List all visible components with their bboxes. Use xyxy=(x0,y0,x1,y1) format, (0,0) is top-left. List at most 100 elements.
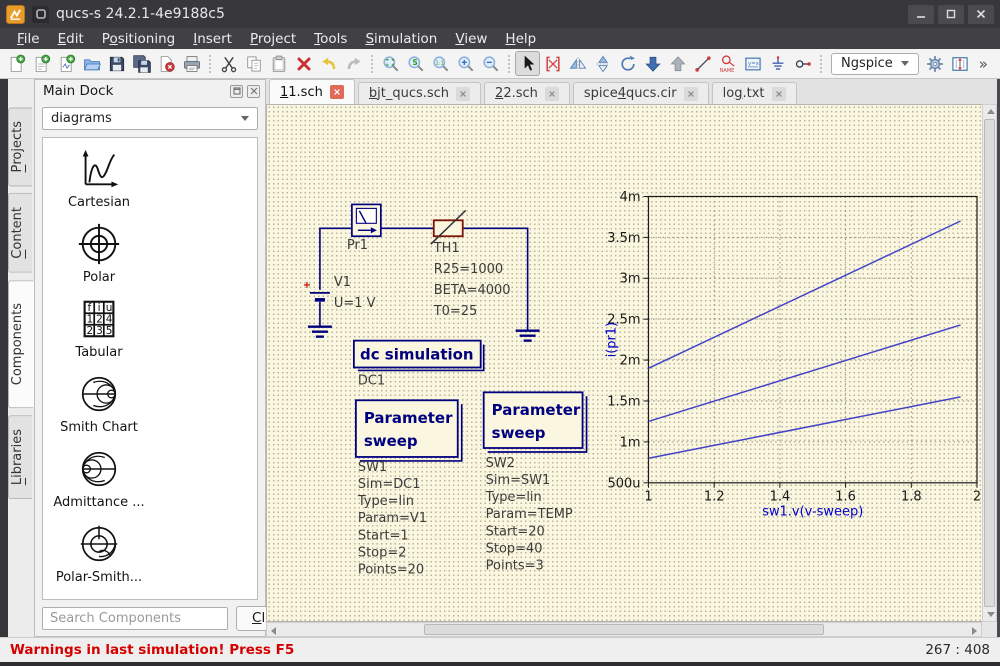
horizontal-scrollbar[interactable] xyxy=(266,622,982,637)
cut-button[interactable] xyxy=(216,51,241,76)
insert-port-button[interactable] xyxy=(790,51,815,76)
zoom-in-button[interactable] xyxy=(453,51,478,76)
save-all-files-button[interactable] xyxy=(129,51,154,76)
open-file-button[interactable] xyxy=(79,51,104,76)
tab-close-icon[interactable] xyxy=(544,86,559,101)
dock-close-button[interactable] xyxy=(247,84,260,98)
ground-symbol-left[interactable] xyxy=(307,325,332,338)
maximize-button[interactable] xyxy=(938,4,964,24)
simulator-select-combo[interactable]: Ngspice xyxy=(831,52,919,75)
rotate-button[interactable] xyxy=(615,51,640,76)
pop-out-button[interactable] xyxy=(665,51,690,76)
component-item-admittance[interactable]: Admittance ... xyxy=(46,446,152,510)
insert-wire-label-button[interactable] xyxy=(715,51,740,76)
undo-button[interactable] xyxy=(316,51,341,76)
new-text-document-button[interactable] xyxy=(29,51,54,76)
dock-float-button[interactable] xyxy=(230,84,243,98)
save-file-button[interactable] xyxy=(104,51,129,76)
window-menu-icon[interactable] xyxy=(32,5,49,23)
sidebar-tab-components[interactable]: Components xyxy=(8,280,34,409)
document-settings-button[interactable] xyxy=(948,51,973,76)
tab-close-icon[interactable] xyxy=(771,86,786,101)
horizontal-scroll-thumb[interactable] xyxy=(424,624,824,635)
component-category-select[interactable]: diagrams xyxy=(42,107,258,130)
redo-button[interactable] xyxy=(341,51,366,76)
new-document-button[interactable] xyxy=(4,51,29,76)
mirror-about-y-axis-button[interactable] xyxy=(565,51,590,76)
zoom-fit-page-button[interactable] xyxy=(378,51,403,76)
tab-close-icon[interactable] xyxy=(456,86,471,101)
tab-close-icon[interactable] xyxy=(683,86,698,101)
select-tool-button[interactable] xyxy=(515,51,540,76)
sidebar-tab-libraries[interactable]: Libraries xyxy=(8,415,32,500)
sidebar-tab-content[interactable]: Content xyxy=(8,193,32,274)
zoom-out-button[interactable] xyxy=(478,51,503,76)
search-components-input[interactable] xyxy=(42,606,228,630)
component-item-smith[interactable]: Smith Chart xyxy=(46,371,152,435)
doc-new-sym-icon xyxy=(57,54,77,74)
dc-simulation-block[interactable]: dc simulation DC1 xyxy=(352,339,485,389)
wires[interactable] xyxy=(319,227,529,331)
menu-simulation[interactable]: Simulation xyxy=(365,30,438,47)
component-item-tabular[interactable]: Tabular xyxy=(46,296,152,360)
scroll-down-arrow[interactable] xyxy=(987,612,995,617)
series-middle-line[interactable] xyxy=(648,324,961,423)
deactivate-activate-button[interactable] xyxy=(540,51,565,76)
voltage-source-symbol[interactable]: V1 U=1 V xyxy=(303,275,376,327)
document-tab-bjt_qucs.sch[interactable]: bjt_qucs.sch xyxy=(357,82,482,104)
menu-tools[interactable]: Tools xyxy=(314,30,348,47)
insert-ground-button[interactable] xyxy=(765,51,790,76)
document-tab-11.sch[interactable]: 11.sch xyxy=(269,79,355,104)
toolbar-overflow[interactable]: » xyxy=(978,54,988,73)
menu-edit[interactable]: Edit xyxy=(57,30,84,47)
print-button[interactable] xyxy=(179,51,204,76)
insert-equation-button[interactable] xyxy=(740,51,765,76)
menu-view[interactable]: View xyxy=(455,30,488,47)
document-tab-spice4qucs.cir[interactable]: spice4qucs.cir xyxy=(572,82,709,104)
new-symbol-document-button[interactable] xyxy=(54,51,79,76)
polar-smith-diagram-icon xyxy=(76,521,122,567)
menu-help[interactable]: Help xyxy=(505,30,537,47)
component-item-polar-smith[interactable]: Polar-Smith... xyxy=(46,521,152,585)
vertical-scroll-thumb[interactable] xyxy=(984,119,995,607)
current-probe-symbol[interactable]: Pr1 xyxy=(347,203,382,253)
zoom-selection-button[interactable] xyxy=(403,51,428,76)
series-upper-line[interactable] xyxy=(648,220,961,369)
sidebar-tab-projects[interactable]: Projects xyxy=(8,107,32,187)
sweep1-property: Sim=DC1 xyxy=(358,477,421,492)
zoom-1-1-button[interactable] xyxy=(428,51,453,76)
mirror-about-x-axis-button[interactable] xyxy=(590,51,615,76)
component-item-polar[interactable]: Polar xyxy=(46,221,152,285)
scroll-left-arrow[interactable] xyxy=(271,627,276,635)
insert-wire-button[interactable] xyxy=(690,51,715,76)
tab-close-icon[interactable] xyxy=(329,85,344,99)
vertical-scrollbar[interactable] xyxy=(982,104,997,622)
document-tab-log.txt[interactable]: log.txt xyxy=(711,82,797,104)
close-file-button[interactable] xyxy=(154,51,179,76)
parameter-sweep-block-1[interactable]: Parameter sweep SW1Sim=DC1Type=linParam=… xyxy=(354,399,463,577)
close-button[interactable] xyxy=(968,4,994,24)
minimize-button[interactable] xyxy=(908,4,934,24)
paste-button[interactable] xyxy=(266,51,291,76)
component-item-cartesian[interactable]: Cartesian xyxy=(46,146,152,210)
menu-insert[interactable]: Insert xyxy=(193,30,232,47)
parameter-sweep-block-2[interactable]: Parameter sweep SW2Sim=SW1Type=linParam=… xyxy=(482,391,588,573)
delete-button[interactable] xyxy=(291,51,316,76)
menu-positioning[interactable]: Positioning xyxy=(101,30,176,47)
series-lower-line[interactable] xyxy=(648,396,961,459)
document-tab-22.sch[interactable]: 22.sch xyxy=(484,82,570,104)
scroll-right-arrow[interactable] xyxy=(972,627,977,635)
simulation-settings-button[interactable] xyxy=(923,51,948,76)
go-into-subcircuit-button[interactable] xyxy=(640,51,665,76)
menu-project[interactable]: Project xyxy=(249,30,297,47)
scroll-up-arrow[interactable] xyxy=(987,109,995,114)
zoom-fit-icon xyxy=(381,54,401,74)
menu-file[interactable]: File xyxy=(17,30,40,47)
copy-button[interactable] xyxy=(241,51,266,76)
ground-symbol-right[interactable] xyxy=(515,329,540,342)
doc-new-txt-icon xyxy=(32,54,52,74)
